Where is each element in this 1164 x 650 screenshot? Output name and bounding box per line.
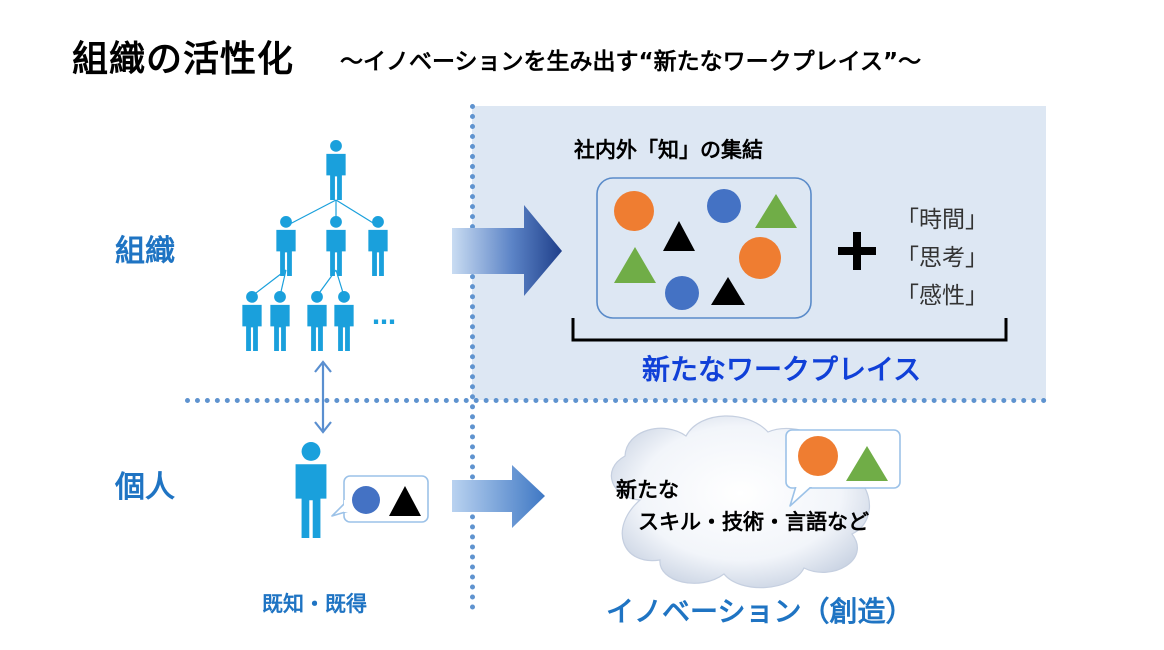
blue-circle-icon: [665, 276, 699, 310]
vertical-divider: [470, 104, 475, 610]
speech-bubble-large: [785, 429, 901, 507]
new-workplace-label: 新たなワークプレイス: [642, 353, 922, 386]
black-triangle-icon: [711, 277, 745, 305]
person-icon: [334, 291, 354, 351]
factor-time: 「時間」: [896, 207, 988, 233]
factor-thinking: 「思考」: [896, 245, 988, 271]
green-triangle-icon: [846, 446, 888, 481]
orange-circle-icon: [798, 436, 838, 476]
orange-circle-icon: [614, 191, 654, 231]
org-chart: [242, 140, 388, 351]
org-tree-lines: [251, 199, 379, 297]
orange-circle-icon: [739, 237, 781, 279]
person-icon: [242, 291, 262, 351]
person-icon: [270, 291, 290, 351]
innovation-label: イノベーション（創造）: [606, 595, 914, 628]
speech-bubble-small: [331, 475, 429, 523]
individual-label: 個人: [115, 470, 175, 505]
organization-label: 組織: [115, 234, 175, 269]
page-subtitle: ～イノベーションを生み出す“新たなワークプレイス”～: [340, 49, 922, 75]
black-triangle-icon: [389, 486, 421, 516]
blue-circle-icon: [352, 486, 380, 514]
person-icon: [368, 216, 388, 276]
gather-knowledge-label: 社内外「知」の集結: [574, 138, 763, 162]
factor-sensibility: 「感性」: [896, 283, 988, 309]
existing-knowledge-label: 既知・既得: [262, 592, 367, 616]
knowledge-box: [596, 177, 812, 319]
plus-icon: [838, 232, 876, 270]
person-icon: [326, 216, 346, 276]
black-triangle-icon: [663, 221, 695, 251]
ellipsis: …: [372, 302, 398, 330]
person-icon: [276, 216, 296, 276]
person-icon: [307, 291, 327, 351]
arrow-right-small-icon: [452, 465, 545, 528]
horizontal-divider: [185, 398, 1047, 403]
individual-person-icon: [295, 442, 327, 538]
green-triangle-icon: [614, 247, 656, 283]
green-triangle-icon: [755, 194, 797, 228]
double-arrow-icon: [314, 360, 332, 434]
cloud-text-line2: スキル・技術・言語など: [638, 510, 869, 534]
blue-circle-icon: [707, 189, 741, 223]
workplace-brace: [571, 318, 1008, 342]
page-title: 組織の活性化: [72, 39, 295, 80]
arrow-right-icon: [452, 205, 562, 296]
cloud-text-line1: 新たな: [616, 478, 679, 502]
person-icon: [326, 140, 346, 200]
